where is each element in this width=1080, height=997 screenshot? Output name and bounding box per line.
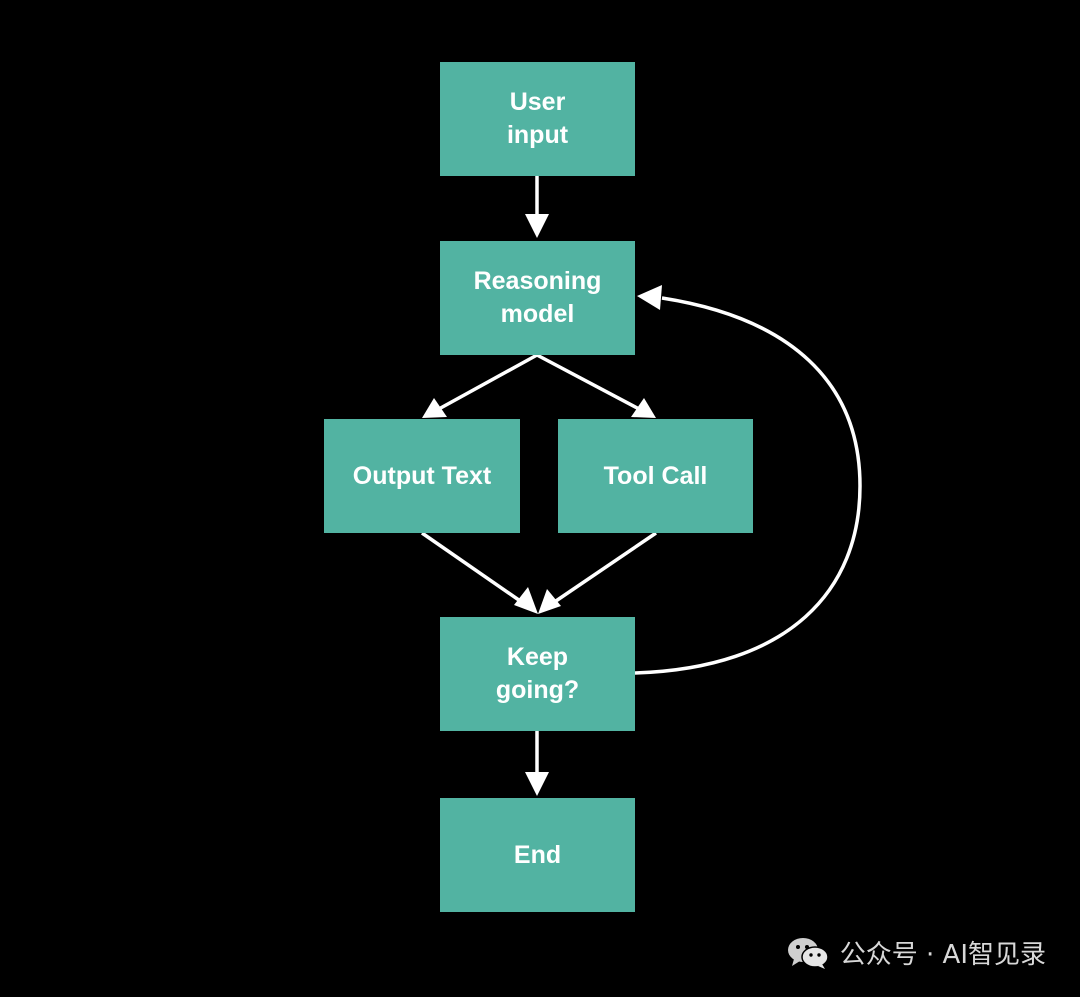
node-end: End bbox=[440, 798, 635, 912]
node-user-input: User input bbox=[440, 62, 635, 176]
watermark-text: 公众号 · AI智见录 bbox=[839, 940, 1046, 970]
node-output-text-label: Output Text bbox=[352, 461, 492, 490]
edge-keep-loop-to-reasoning bbox=[634, 296, 862, 675]
node-user-input-label: User input bbox=[506, 88, 569, 149]
edge-reasoning-to-tool bbox=[536, 353, 642, 412]
wechat-icon bbox=[786, 936, 830, 970]
node-reasoning-model: Reasoning model bbox=[440, 241, 635, 355]
edge-reasoning-to-output bbox=[436, 353, 538, 412]
node-tool-call: Tool Call bbox=[558, 419, 753, 533]
node-keep-going-label: Keep going? bbox=[495, 643, 580, 704]
watermark: 公众号 · AI智见录 bbox=[786, 934, 1046, 971]
node-tool-call-label: Tool Call bbox=[603, 461, 708, 490]
node-reasoning-model-label: Reasoning model bbox=[473, 267, 602, 328]
edge-output-to-keep bbox=[421, 531, 527, 607]
node-output-text: Output Text bbox=[324, 419, 520, 533]
edge-tool-to-keep bbox=[549, 531, 657, 607]
node-keep-going: Keep going? bbox=[440, 617, 635, 731]
node-end-label: End bbox=[513, 840, 562, 869]
